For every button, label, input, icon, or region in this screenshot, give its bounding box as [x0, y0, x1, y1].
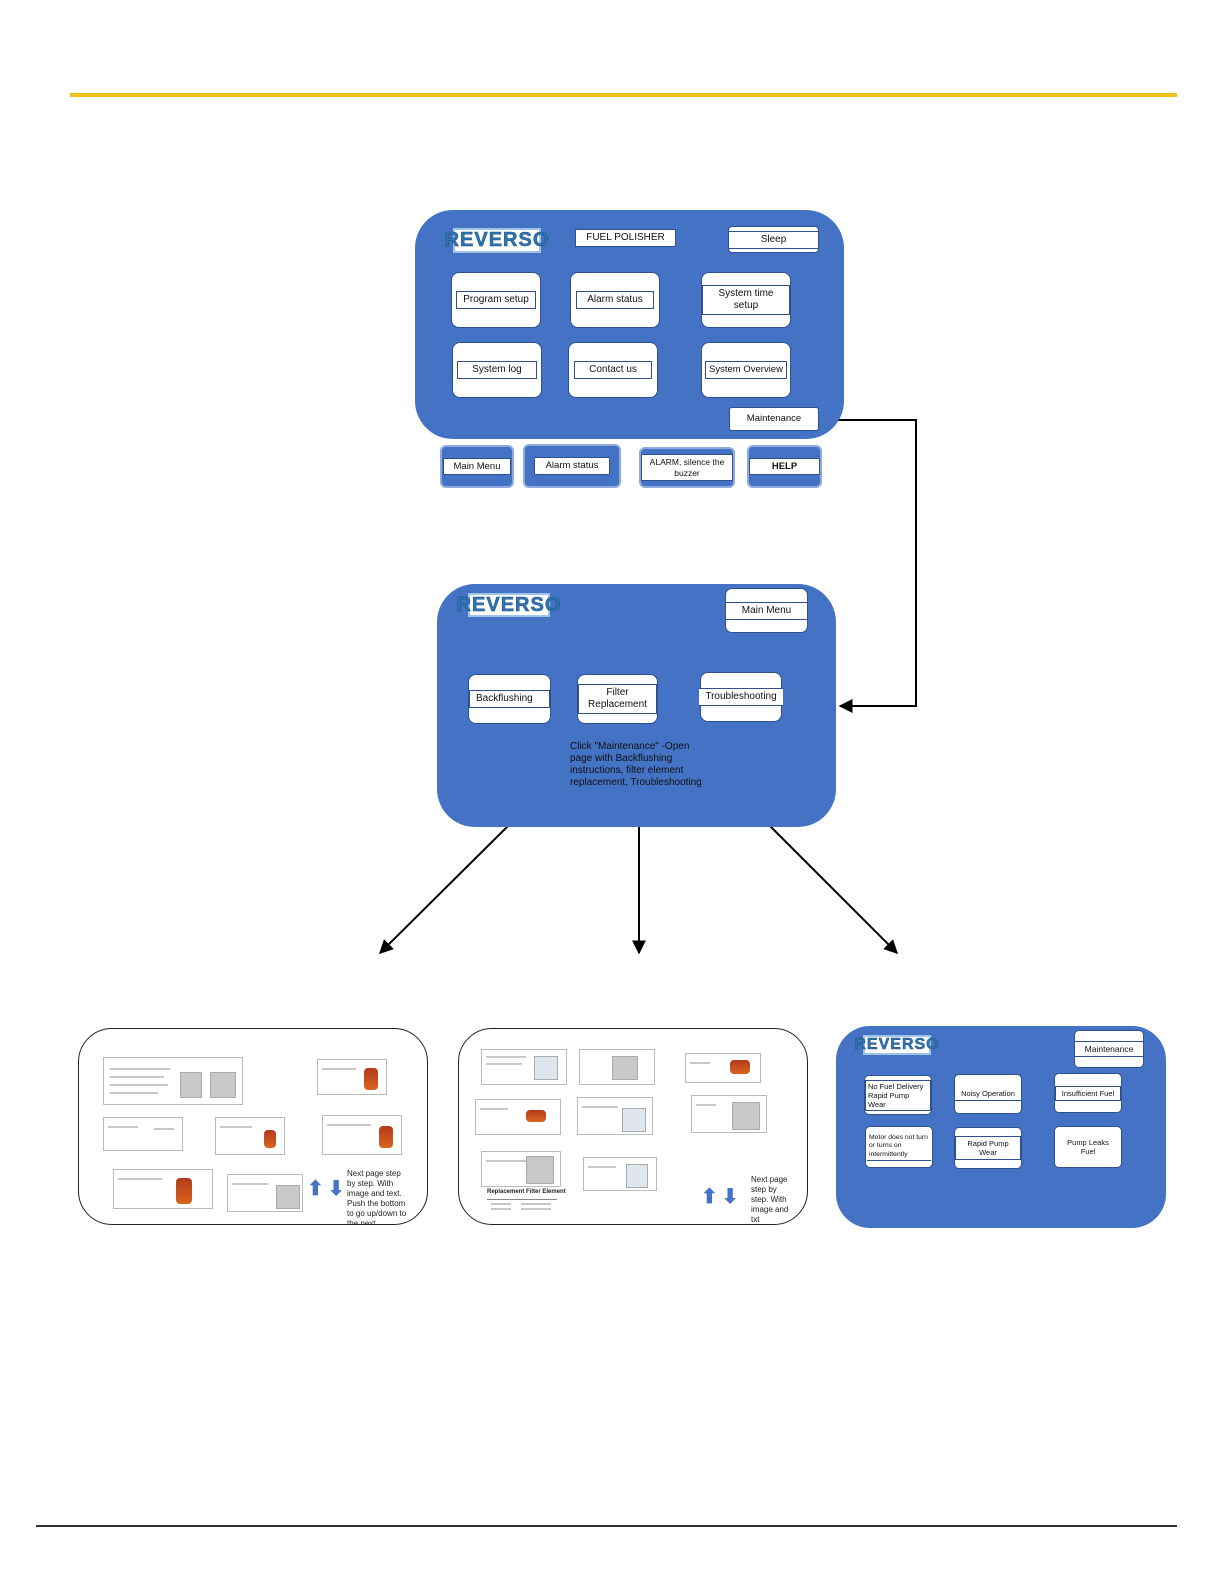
maintenance-note: Click "Maintenance" -Open page with Back…	[570, 741, 702, 788]
bottom-rule	[36, 1525, 1177, 1527]
filter-note: Next page step by step. With image and t…	[751, 1175, 789, 1224]
step-thumbnail	[322, 1115, 402, 1155]
filter-table	[487, 1197, 557, 1215]
maintenance-button[interactable]: Maintenance	[729, 407, 819, 431]
up-down-arrows-icon[interactable]: ⬆⬇	[307, 1178, 349, 1200]
fuel-polisher-title: FUEL POLISHER	[575, 229, 676, 247]
backflushing-note: Next page step by step. With image and t…	[347, 1169, 407, 1225]
step-thumbnail	[481, 1049, 567, 1085]
alarm-status-button[interactable]: Alarm status	[523, 444, 621, 488]
sleep-button[interactable]: Sleep	[728, 226, 819, 253]
motor-issue-tile[interactable]: Motor does not turn or turns on intermit…	[865, 1126, 933, 1168]
backflushing-arrow	[379, 825, 509, 954]
filter-table-title: Replacement Filter Element	[487, 1189, 566, 1195]
program-setup-tile[interactable]: Program setup	[451, 272, 541, 328]
up-down-arrows-icon[interactable]: ⬆⬇	[701, 1186, 743, 1208]
system-time-setup-tile[interactable]: System time setup	[701, 272, 791, 328]
maintenance-connector	[812, 419, 917, 713]
system-log-label: System log	[457, 361, 537, 379]
noisy-operation-tile[interactable]: Noisy Operation	[954, 1074, 1022, 1114]
step-thumbnail	[481, 1151, 561, 1187]
step-thumbnail	[691, 1095, 767, 1133]
troubleshooting-tile[interactable]: Troubleshooting	[699, 672, 783, 722]
step-thumbnail	[475, 1099, 561, 1135]
filter-replacement-tile[interactable]: Filter Replacement	[577, 674, 658, 724]
maintenance-nav-button[interactable]: Maintenance	[1074, 1030, 1144, 1068]
step-thumbnail	[103, 1057, 243, 1105]
step-thumbnail	[577, 1097, 653, 1135]
alarm-status-label: Alarm status	[576, 291, 654, 309]
step-thumbnail	[583, 1157, 657, 1191]
step-thumbnail	[113, 1169, 213, 1209]
pump-leaks-fuel-tile[interactable]: Pump Leaks Fuel	[1054, 1126, 1122, 1168]
reverso-logo: REVERSO	[854, 1035, 940, 1055]
contact-us-tile[interactable]: Contact us	[568, 342, 658, 398]
help-button[interactable]: HELP	[747, 445, 822, 488]
system-time-setup-label: System time setup	[702, 285, 790, 315]
step-thumbnail	[227, 1174, 303, 1212]
no-fuel-delivery-tile[interactable]: No Fuel Delivery Rapid Pump Wear	[864, 1075, 932, 1115]
program-setup-label: Program setup	[456, 291, 536, 309]
troubleshooting-arrow	[769, 825, 898, 954]
top-accent-rule	[70, 93, 1177, 97]
main-menu-nav-button[interactable]: Main Menu	[725, 588, 808, 633]
main-menu-button[interactable]: Main Menu	[440, 445, 514, 488]
backflushing-tile[interactable]: Backflushing	[468, 674, 551, 724]
system-log-tile[interactable]: System log	[452, 342, 542, 398]
filter-replacement-screen: Replacement Filter Element ⬆⬇ Next page …	[458, 1028, 808, 1225]
alarm-status-tile[interactable]: Alarm status	[570, 272, 660, 328]
step-thumbnail	[103, 1117, 183, 1151]
step-thumbnail	[579, 1049, 655, 1085]
system-overview-label: System Overview	[705, 361, 787, 379]
step-thumbnail	[685, 1053, 761, 1083]
reverso-logo: REVERSO	[456, 593, 562, 617]
backflushing-screen: ⬆⬇ Next page step by step. With image an…	[78, 1028, 428, 1225]
reverso-logo: REVERSO	[444, 228, 550, 253]
contact-us-label: Contact us	[574, 361, 652, 379]
insufficient-fuel-tile[interactable]: Insufficient Fuel	[1054, 1073, 1122, 1113]
step-thumbnail	[215, 1117, 285, 1155]
system-overview-tile[interactable]: System Overview	[701, 342, 791, 398]
rapid-pump-wear-tile[interactable]: Rapid Pump Wear	[954, 1127, 1022, 1169]
alarm-silence-button[interactable]: ALARM, silence the buzzer	[639, 447, 735, 488]
step-thumbnail	[317, 1059, 387, 1095]
